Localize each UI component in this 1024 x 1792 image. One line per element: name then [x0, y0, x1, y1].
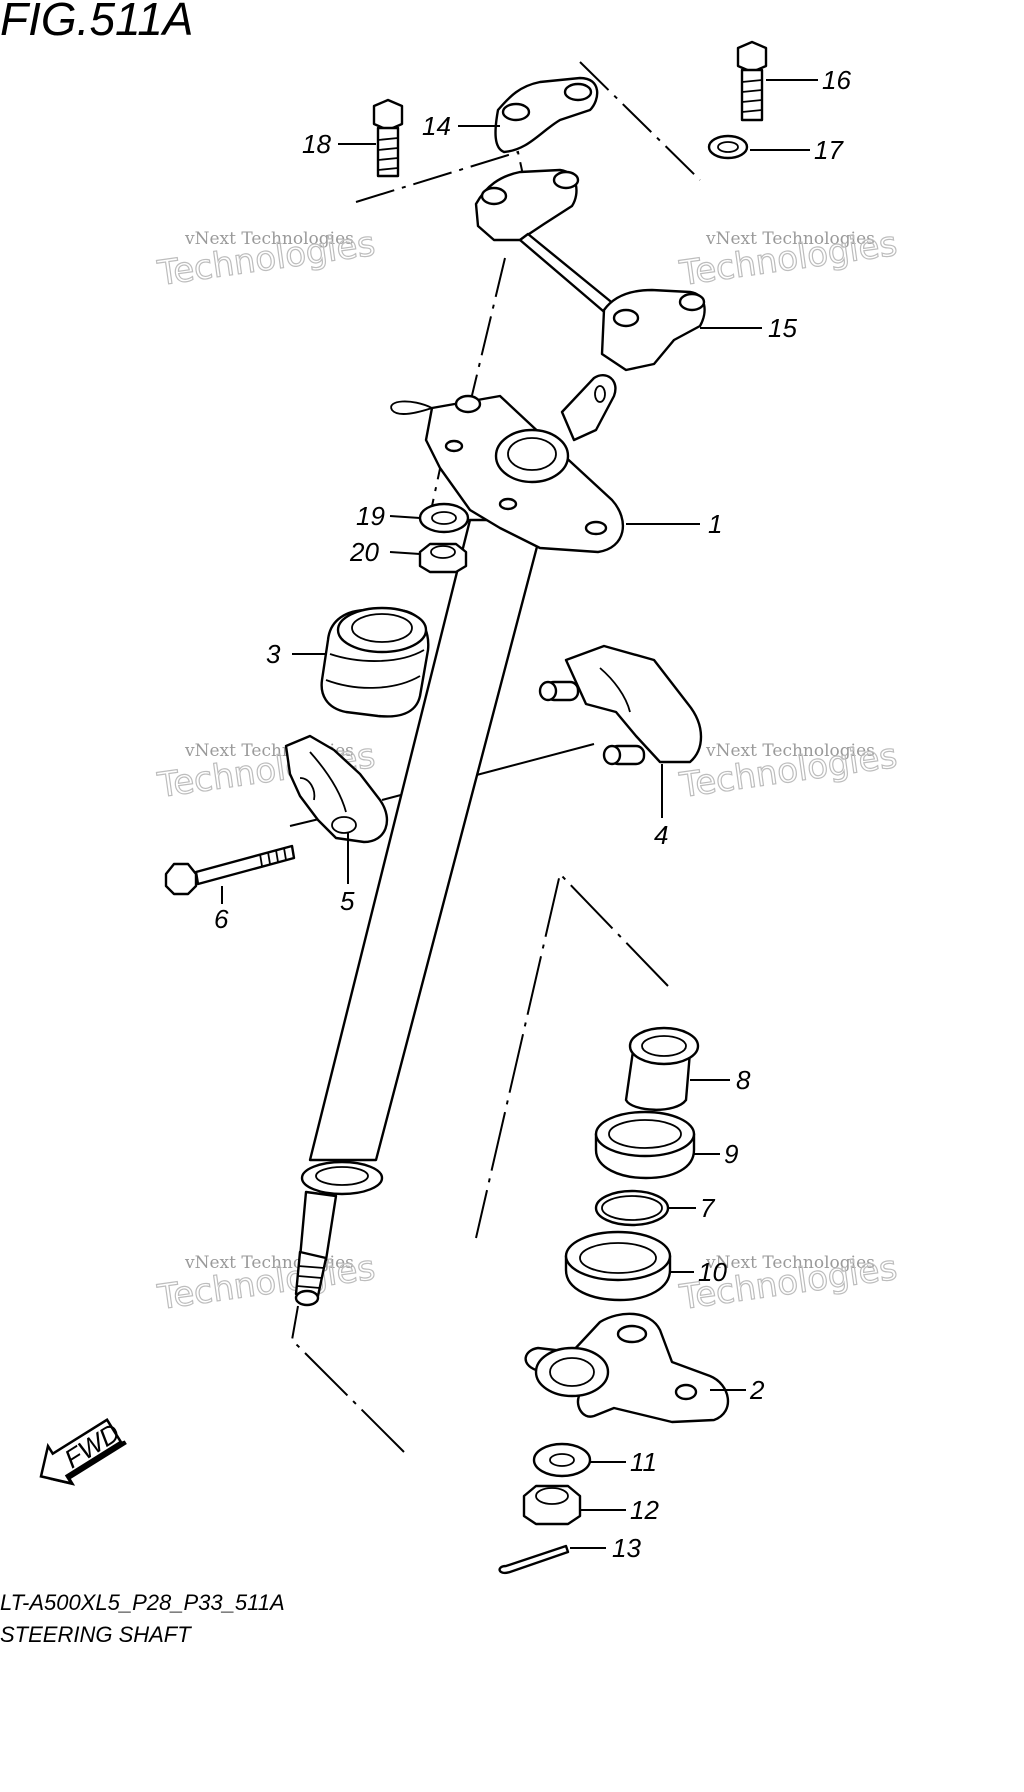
part-19-washer — [418, 502, 470, 534]
watermark-text: vNext Technologies — [184, 229, 354, 249]
part-label: 12 — [630, 1495, 659, 1525]
fwd-arrow-icon: FWD — [39, 1417, 127, 1486]
watermark-text: vNext Technologies — [705, 229, 875, 249]
part-3-shaft-seal — [320, 606, 430, 718]
part-label: 2 — [749, 1375, 765, 1405]
section-name: STEERING SHAFT — [0, 1622, 191, 1647]
part-4-shaft-holder — [538, 644, 703, 766]
part-label: 15 — [768, 313, 797, 343]
model-code: LT-A500XL5_P28_P33_511A — [0, 1590, 285, 1615]
part-label: 16 — [822, 65, 851, 95]
part-label: 17 — [814, 135, 844, 165]
part-14-upper-clamp — [494, 76, 599, 154]
watermark-bottom-left: vNext Technologies Technologies — [154, 1247, 378, 1318]
part-label: 4 — [654, 820, 668, 850]
part-label: 3 — [266, 639, 281, 669]
leader-lines — [221, 79, 818, 1549]
figure-title: FIG.511A — [0, 0, 194, 45]
part-label: 10 — [698, 1257, 727, 1287]
part-13-cotter-pin — [498, 1544, 570, 1575]
watermark-mid-right: vNext Technologies Technologies — [676, 735, 900, 806]
part-label: 14 — [422, 111, 451, 141]
part-11-washer — [532, 1442, 592, 1478]
watermark-text: vNext Technologies — [705, 1253, 875, 1273]
watermark-top-left: vNext Technologies Technologies — [154, 223, 378, 294]
part-2-steering-arm — [524, 1312, 730, 1424]
watermark-text: vNext Technologies — [705, 741, 875, 761]
part-8-bushing — [624, 1026, 700, 1111]
part-label: 13 — [612, 1533, 641, 1563]
part-label: 5 — [340, 886, 355, 916]
part-7-o-ring — [594, 1189, 670, 1227]
part-label: 1 — [708, 509, 722, 539]
part-label: 11 — [630, 1447, 657, 1477]
part-labels: 16 17 14 18 15 1 19 20 3 4 5 6 8 9 7 10 … — [214, 65, 851, 1563]
part-label: 18 — [302, 129, 331, 159]
part-20-nut — [418, 542, 468, 574]
part-label: 20 — [349, 537, 379, 567]
part-18-bolt — [372, 98, 404, 178]
part-label: 7 — [700, 1193, 716, 1223]
part-label: 6 — [214, 904, 229, 934]
part-5-shaft-holder — [284, 734, 389, 844]
part-6-bolt — [164, 844, 296, 896]
part-label: 8 — [736, 1065, 751, 1095]
part-9-bearing — [594, 1110, 696, 1180]
part-label: 9 — [724, 1139, 738, 1169]
part-label: 19 — [356, 501, 385, 531]
part-15-lower-clamp — [474, 168, 706, 372]
part-12-nut — [522, 1484, 582, 1526]
part-16-bolt — [736, 40, 768, 122]
part-17-washer — [707, 134, 749, 160]
part-10-bearing-holder — [564, 1230, 672, 1302]
part-1-shaft-holder — [390, 373, 625, 554]
watermark-top-right: vNext Technologies Technologies — [676, 223, 900, 294]
assembly-lines — [289, 61, 701, 1453]
